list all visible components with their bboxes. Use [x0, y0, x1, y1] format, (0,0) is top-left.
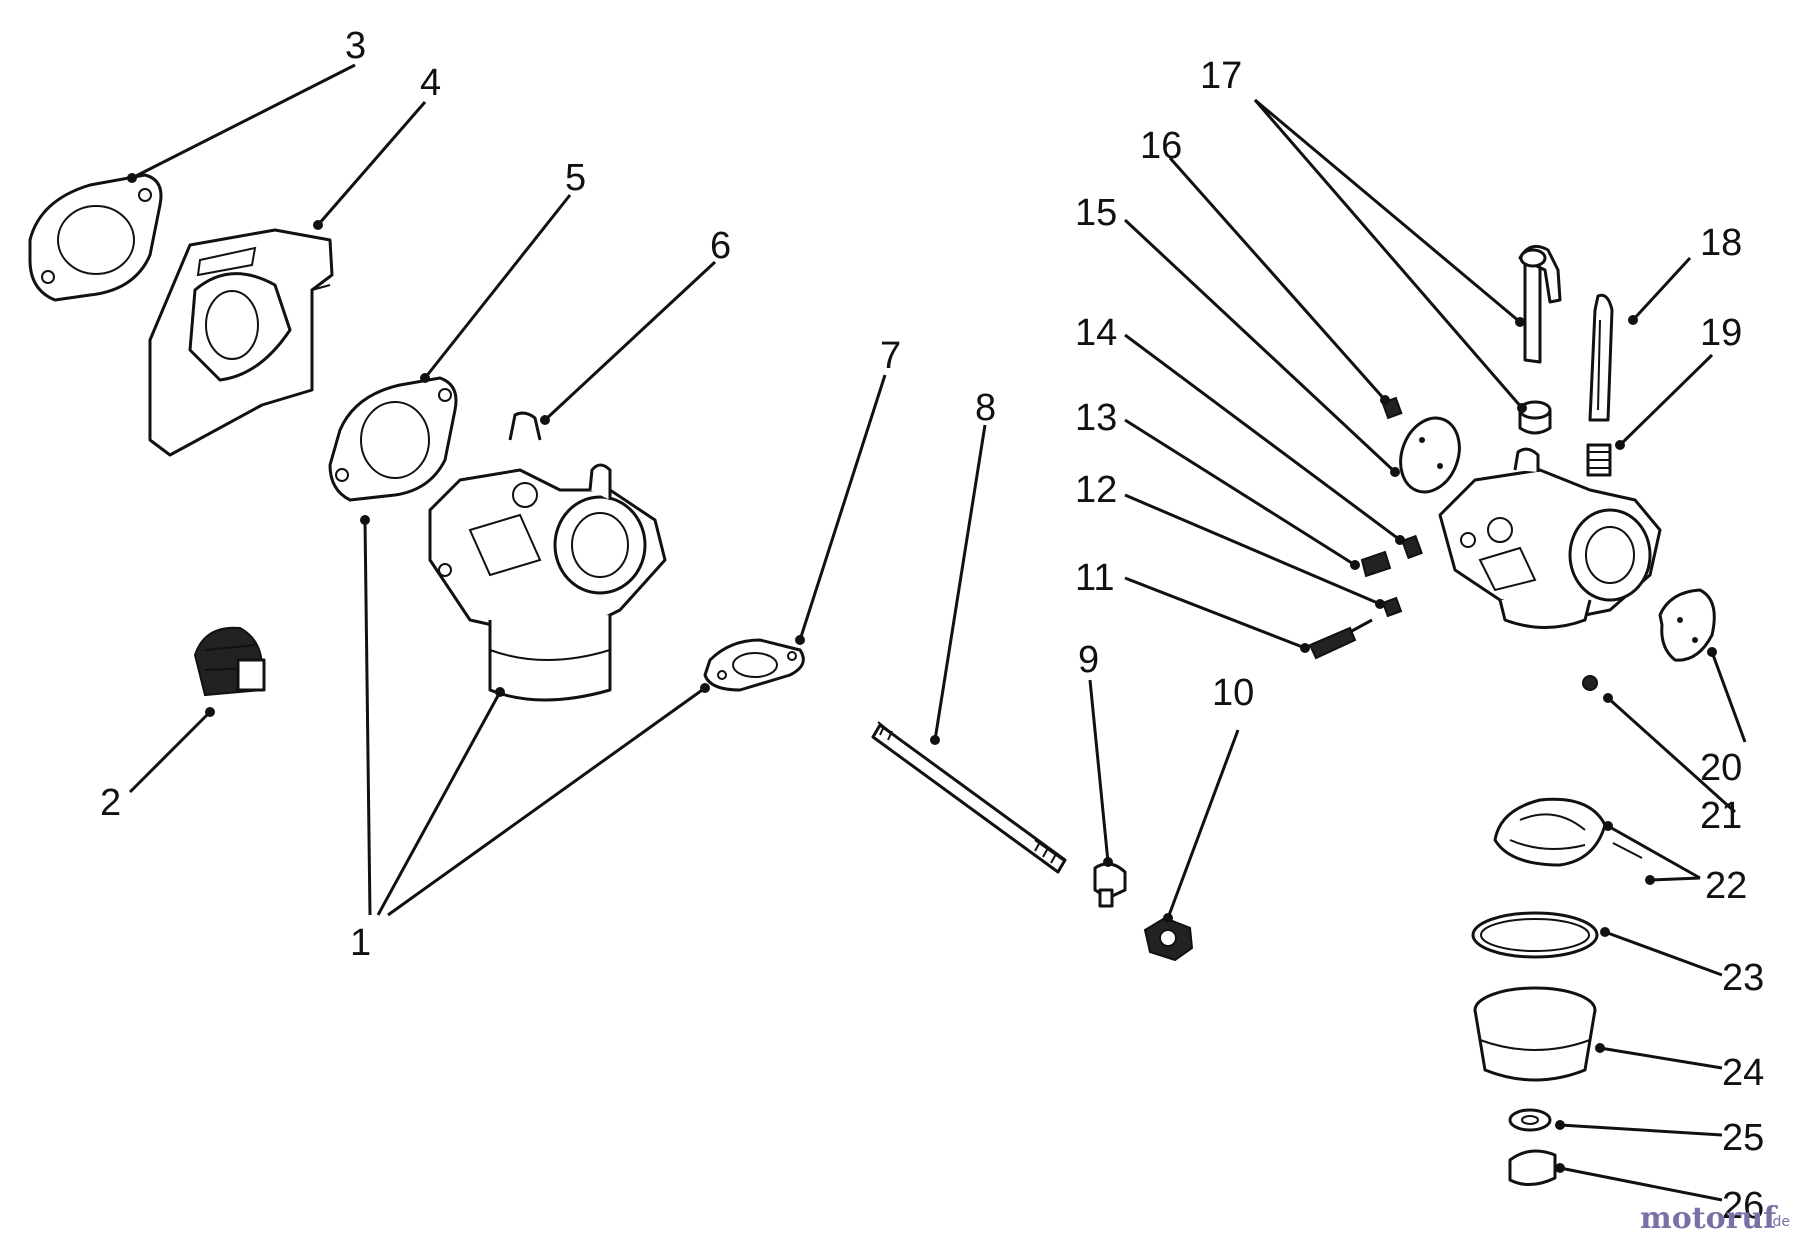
part-19-spring	[1586, 443, 1612, 477]
callout-22: 22	[1705, 865, 1747, 907]
callout-18: 18	[1700, 222, 1742, 264]
part-4-plate	[148, 228, 334, 457]
part-11-needle	[1308, 618, 1373, 660]
part-20-plate	[1658, 588, 1716, 662]
part-carburetor-body-right	[1438, 447, 1662, 629]
callout-15: 15	[1075, 192, 1117, 234]
part-10-nut	[1143, 916, 1194, 962]
callout-11: 11	[1075, 557, 1114, 599]
part-25-washer	[1508, 1108, 1552, 1132]
watermark-suffix: .de	[1768, 1214, 1790, 1230]
callout-12: 12	[1075, 469, 1117, 511]
callout-5: 5	[565, 157, 586, 199]
callout-1: 1	[350, 922, 371, 964]
part-13-screw	[1360, 550, 1392, 578]
part-15-plate	[1399, 416, 1461, 494]
part-7-gasket	[703, 638, 805, 692]
callout-2: 2	[100, 782, 121, 824]
part-12-jet	[1381, 596, 1403, 618]
part-24-bowl	[1473, 986, 1597, 1082]
callout-6: 6	[710, 225, 731, 267]
part-8-stud	[871, 721, 1067, 874]
part-14-plug	[1401, 534, 1423, 560]
callout-17: 17	[1200, 55, 1242, 97]
callout-13: 13	[1075, 397, 1117, 439]
part-6-carburetor	[428, 411, 667, 702]
callout-8: 8	[975, 387, 996, 429]
callout-10: 10	[1212, 672, 1254, 714]
part-26-bolt	[1508, 1149, 1557, 1186]
callout-21: 21	[1700, 795, 1742, 837]
part-2-fitting	[193, 626, 266, 697]
watermark: motoruf .de	[1640, 1201, 1790, 1236]
callout-14: 14	[1075, 312, 1117, 354]
part-21-ball	[1582, 675, 1598, 691]
leader-lines	[127, 63, 1747, 1202]
callout-20: 20	[1700, 747, 1742, 789]
part-5-gasket	[328, 376, 458, 502]
callout-16: 16	[1140, 125, 1182, 167]
callout-9: 9	[1078, 639, 1099, 681]
callout-24: 24	[1722, 1052, 1764, 1094]
callout-19: 19	[1700, 312, 1742, 354]
callout-23: 23	[1722, 957, 1764, 999]
callout-3: 3	[345, 25, 366, 67]
part-17-needle-assembly	[1518, 244, 1562, 435]
part-9-clip	[1093, 862, 1127, 908]
callout-numbers: 1 2 3 4 5 6 7 8 9 10 11 12 13 14 15 16 1…	[100, 25, 1764, 1227]
part-18-tube	[1588, 293, 1614, 422]
callout-25: 25	[1722, 1117, 1764, 1159]
watermark-text: motoruf	[1640, 1201, 1778, 1236]
callout-26: 26	[1722, 1185, 1764, 1227]
part-3-gasket	[28, 173, 163, 302]
callout-4: 4	[420, 62, 441, 104]
part-23-ring	[1471, 911, 1599, 959]
callout-7: 7	[880, 335, 901, 377]
